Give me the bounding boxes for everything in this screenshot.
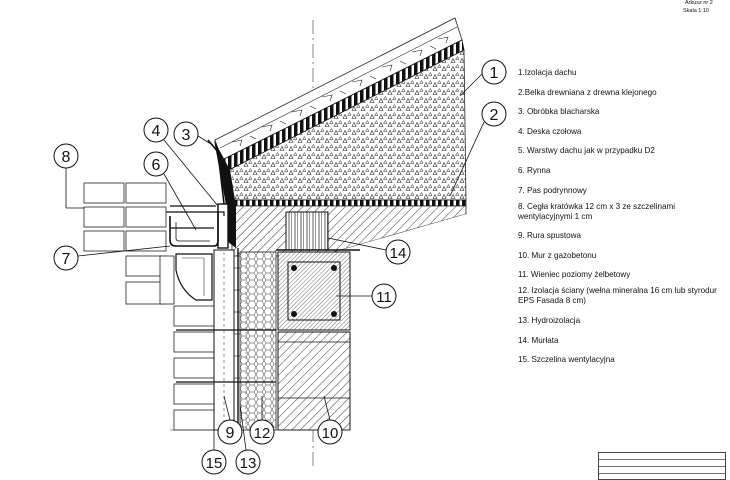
legend-item: 13. Hydroizolacja	[518, 315, 581, 325]
callout-8-label: 8	[62, 149, 71, 166]
aerated-concrete-wall	[277, 331, 351, 431]
legend-item: 4. Deska czołowa	[518, 126, 582, 136]
brick-facade	[83, 182, 215, 431]
legend-item: 7. Pas podrynnowy	[518, 185, 587, 195]
callout-6	[143, 151, 169, 177]
front-board	[217, 203, 229, 249]
legend-item: 10. Mur z gazobetonu	[518, 250, 597, 260]
legend-item: 1.Izolacja dachu	[518, 68, 577, 77]
legend-item: 9. Rura spustowa	[518, 231, 581, 241]
callout-4-label: 4	[152, 123, 161, 140]
roof-vapor-layer	[231, 199, 467, 207]
title-block-row	[599, 474, 725, 480]
legend-item: 3. Obróbka blacharska	[518, 107, 600, 117]
legend-item: 2.Belka drewniana z drewna klejonego	[518, 87, 657, 97]
title-block-row	[599, 460, 725, 468]
gutter-bracket	[166, 211, 225, 216]
callout-9-label: 9	[226, 425, 235, 442]
legend-item: 5. Warstwy dachu jak w przypadku D2	[518, 146, 655, 156]
callout-7-label: 7	[62, 251, 71, 268]
callout-2-label: 2	[490, 107, 499, 124]
legend-item: 8. Cegła kratówka 12 cm x 3 ze szczelina…	[518, 201, 675, 221]
title-block-row	[599, 453, 725, 461]
callout-3	[173, 121, 199, 147]
wall-plate	[285, 211, 329, 251]
callout-7	[53, 245, 79, 271]
legend-item: 6. Rynna	[518, 165, 551, 175]
downpipe-outlet	[175, 253, 213, 301]
callout-14	[385, 239, 411, 265]
callout-13-label: 13	[240, 455, 257, 472]
scale-label: Skala 1:10	[683, 8, 709, 14]
wall-anchors	[170, 205, 276, 383]
legend-item: 12. Izolacja ściany (wełna mineralna 16 …	[518, 286, 717, 306]
callout-12-label: 12	[254, 425, 271, 442]
title-block-row	[599, 467, 725, 475]
legend: 1.Izolacja dachu 2.Belka drewniana z dre…	[518, 68, 726, 375]
callout-2	[481, 101, 507, 127]
gutter	[169, 212, 219, 247]
callout-10-label: 10	[322, 425, 339, 442]
ring-beam	[277, 251, 351, 331]
wall-insulation	[239, 251, 277, 431]
callout-11-label: 11	[376, 289, 392, 306]
callout-6-label: 6	[152, 157, 161, 174]
callouts: 1 2 3 4 6 8 7 14 11 9	[53, 59, 507, 475]
callout-13	[235, 449, 261, 475]
callout-3-label: 3	[182, 127, 191, 144]
sheet-number: Arkusz nr 2	[685, 0, 713, 6]
legend-item: 11. Wieniec poziomy żelbetowy	[518, 270, 631, 280]
callout-15-label: 15	[206, 455, 223, 472]
legend-item: 15. Szczelina wentylacyjna	[518, 355, 615, 365]
callout-14-label: 14	[390, 245, 407, 262]
legend-item: 14. Murłata	[518, 335, 559, 345]
callout-4	[143, 117, 169, 143]
callout-1	[481, 59, 507, 85]
title-block	[598, 452, 726, 480]
callout-1-label: 1	[490, 65, 499, 82]
